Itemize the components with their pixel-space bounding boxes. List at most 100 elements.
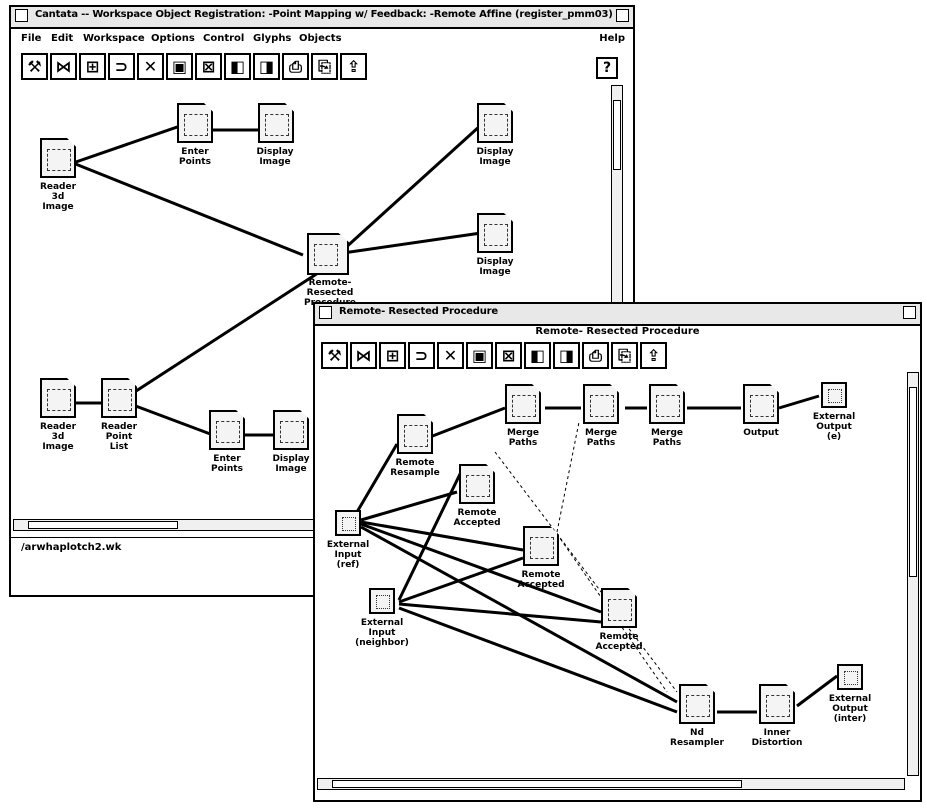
connection-wires: [72, 123, 483, 437]
close-button[interactable]: [903, 306, 916, 319]
grid-icon[interactable]: ⊞: [379, 342, 406, 369]
procedure-window: Remote- Resected Procedure Remote- Resec…: [313, 302, 922, 802]
node-display-image-4[interactable]: [273, 410, 309, 450]
split-icon[interactable]: ⋈: [50, 53, 77, 80]
node-reader-image-2[interactable]: [40, 378, 76, 418]
save-as-icon[interactable]: ◨: [253, 53, 280, 80]
delete-icon[interactable]: ✕: [137, 53, 164, 80]
print-all-icon[interactable]: ⎘: [611, 342, 638, 369]
run-icon[interactable]: ⚒: [21, 53, 48, 80]
menu-control[interactable]: Control: [203, 33, 245, 44]
window-menu-button[interactable]: [319, 306, 332, 319]
node-display-image-2[interactable]: [477, 103, 513, 143]
delete-icon[interactable]: ✕: [437, 342, 464, 369]
window-menu-button[interactable]: [15, 9, 28, 22]
node-external-input-neighbor[interactable]: [369, 588, 395, 614]
print-icon[interactable]: ⎙: [282, 53, 309, 80]
split-icon[interactable]: ⋈: [350, 342, 377, 369]
scroll-thumb[interactable]: [332, 780, 742, 788]
help-icon[interactable]: ?: [596, 57, 618, 79]
grid-icon[interactable]: ⊞: [79, 53, 106, 80]
export-icon[interactable]: ⇪: [640, 342, 667, 369]
print-all-icon[interactable]: ⎘: [311, 53, 338, 80]
menu-glyphs[interactable]: Glyphs: [253, 33, 292, 44]
node-merge-paths-3[interactable]: [649, 384, 685, 424]
node-remote-resample[interactable]: [397, 414, 433, 454]
horizontal-scrollbar[interactable]: [317, 778, 905, 790]
menu-bar: File Edit Workspace Options Control Glyp…: [11, 29, 633, 49]
procedure-toolbar: ⚒ ⋈ ⊞ ⊃ ✕ ▣ ⊠ ◧ ◨ ⎙ ⎘ ⇪: [321, 342, 667, 372]
run-icon[interactable]: ⚒: [321, 342, 348, 369]
menu-edit[interactable]: Edit: [51, 33, 74, 44]
window-title: Cantata -- Workspace Object Registration…: [35, 9, 613, 20]
node-remote-accepted-1[interactable]: [459, 464, 495, 504]
glyph-a-icon[interactable]: ▣: [466, 342, 493, 369]
glyph-b-icon[interactable]: ⊠: [495, 342, 522, 369]
canvas-title: Remote- Resected Procedure: [535, 326, 700, 337]
node-remote-accepted-3[interactable]: [601, 588, 637, 628]
save-icon[interactable]: ◧: [224, 53, 251, 80]
menu-file[interactable]: File: [21, 33, 42, 44]
node-inner-distortion[interactable]: [759, 684, 795, 724]
node-display-image-1[interactable]: [258, 103, 294, 143]
save-as-icon[interactable]: ◨: [553, 342, 580, 369]
node-label: Output: [743, 428, 779, 438]
scroll-thumb[interactable]: [28, 521, 178, 529]
export-icon[interactable]: ⇪: [340, 53, 367, 80]
node-enter-points[interactable]: [177, 103, 213, 143]
scroll-thumb[interactable]: [613, 100, 621, 170]
menu-help[interactable]: Help: [599, 33, 625, 44]
node-reader-image[interactable]: [40, 138, 76, 178]
node-external-output-inter[interactable]: [837, 664, 863, 690]
node-external-input-ref[interactable]: [335, 510, 361, 536]
node-external-output[interactable]: [821, 382, 847, 408]
node-output[interactable]: [743, 384, 779, 424]
node-enter-points-2[interactable]: [209, 410, 245, 450]
undo-icon[interactable]: ⊃: [408, 342, 435, 369]
menu-workspace[interactable]: Workspace: [83, 33, 145, 44]
undo-icon[interactable]: ⊃: [108, 53, 135, 80]
glyph-a-icon[interactable]: ▣: [166, 53, 193, 80]
node-display-image-3[interactable]: [477, 213, 513, 253]
node-reader-point-list[interactable]: [101, 378, 137, 418]
workspace-titlebar[interactable]: Cantata -- Workspace Object Registration…: [11, 7, 633, 29]
connection-wires: [355, 394, 838, 714]
procedure-titlebar[interactable]: Remote- Resected Procedure: [315, 304, 920, 326]
toolbar: ⚒ ⋈ ⊞ ⊃ ✕ ▣ ⊠ ◧ ◨ ⎙ ⎘ ⇪: [21, 53, 367, 83]
print-icon[interactable]: ⎙: [582, 342, 609, 369]
window-title: Remote- Resected Procedure: [339, 306, 498, 317]
save-icon[interactable]: ◧: [524, 342, 551, 369]
menu-options[interactable]: Options: [151, 33, 195, 44]
glyph-b-icon[interactable]: ⊠: [195, 53, 222, 80]
close-button[interactable]: [616, 9, 629, 22]
menu-objects[interactable]: Objects: [299, 33, 342, 44]
node-merge-paths-2[interactable]: [583, 384, 619, 424]
node-merge-paths-1[interactable]: [505, 384, 541, 424]
node-nd-resampler[interactable]: [679, 684, 715, 724]
scroll-thumb[interactable]: [909, 387, 917, 577]
node-remote-procedure[interactable]: [307, 233, 349, 275]
node-remote-accepted-2[interactable]: [523, 526, 559, 566]
vertical-scrollbar[interactable]: [907, 372, 919, 776]
